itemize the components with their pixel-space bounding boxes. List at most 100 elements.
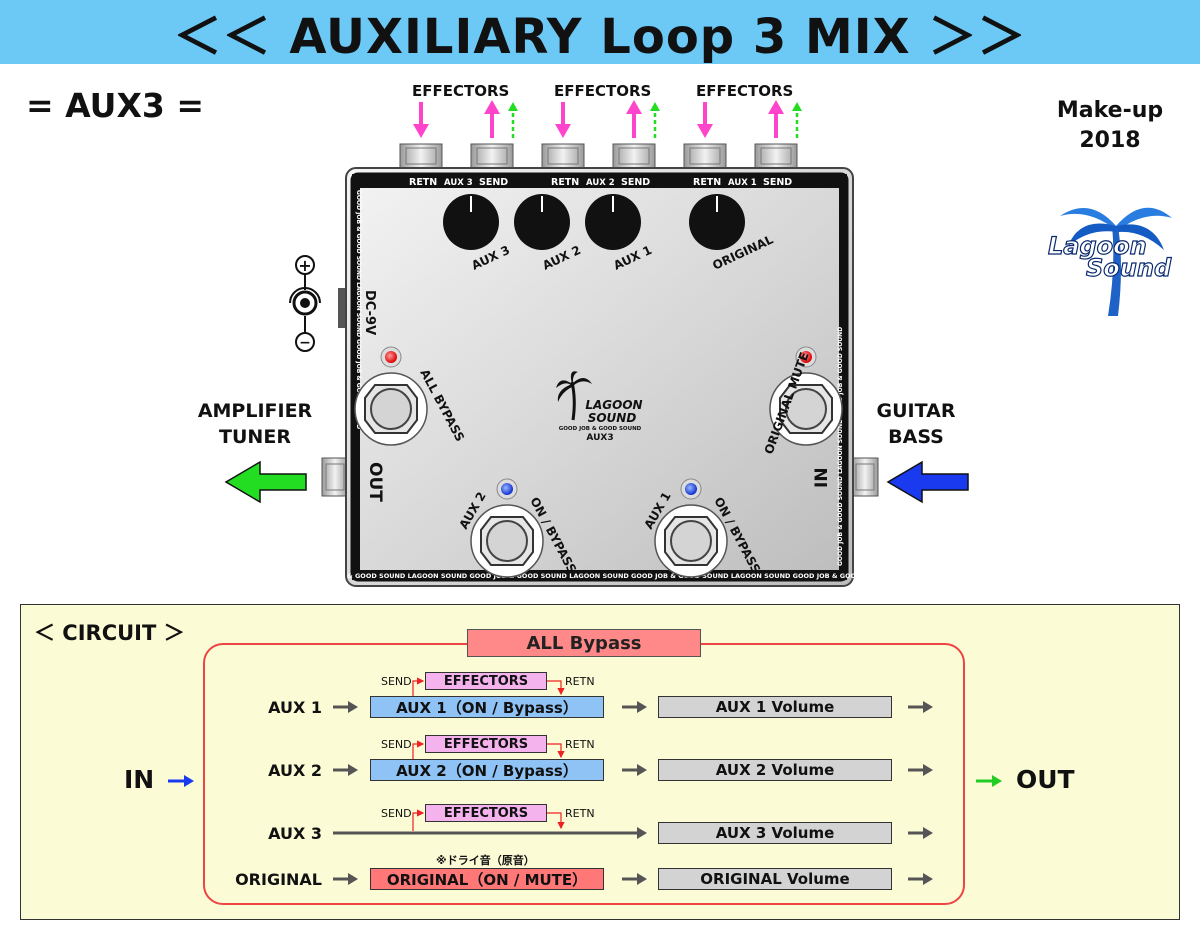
- amplifier-label: AMPLIFIER: [197, 400, 313, 422]
- guitar-label: GUITAR: [876, 400, 956, 422]
- out-body-label: OUT: [365, 462, 385, 502]
- all-bypass-footswitch[interactable]: [354, 372, 428, 446]
- in-body-label: IN: [812, 467, 832, 488]
- pedal-bottom-text: GOOD JOB & GOOD SOUND LAGOON SOUND GOOD …: [308, 572, 891, 580]
- center-logo-line2: SOUND: [588, 411, 637, 425]
- makeup-year: Make-up 2018: [1040, 96, 1180, 156]
- retn-label-aux3: RETN: [565, 807, 595, 820]
- aux3-send-label: SEND: [479, 177, 508, 188]
- aux2-footswitch[interactable]: [470, 504, 544, 578]
- aux3-volume-box: AUX 3 Volume: [658, 822, 892, 844]
- pedal-body: [345, 167, 854, 587]
- retn-label-aux1: RETN: [565, 675, 595, 688]
- aux1-led: [680, 478, 702, 500]
- aux3-return-arrow-icon: [413, 102, 429, 138]
- aux1-send-jack[interactable]: [754, 143, 798, 169]
- effector-send-return-arrows: [413, 100, 802, 138]
- palm-tree-icon: [556, 371, 592, 421]
- send-label-aux3: SEND: [381, 807, 412, 820]
- aux1-return-jack[interactable]: [683, 143, 727, 169]
- aux1-volume-box: AUX 1 Volume: [658, 696, 892, 718]
- dc-polarity-icon: + −: [289, 255, 321, 352]
- original-volume-box: ORIGINAL Volume: [658, 868, 892, 890]
- in-jack[interactable]: [851, 457, 879, 497]
- logo-line2: Sound: [1086, 254, 1172, 282]
- page-title-banner: ＜＜ AUXILIARY Loop 3 MIX ＞＞: [0, 0, 1200, 65]
- logo-line1: Lagoon: [1048, 232, 1147, 260]
- aux2-return-arrow-icon: [555, 102, 571, 138]
- effectors-box-aux1: EFFECTORS: [425, 672, 547, 690]
- aux2-switch-box: AUX 2（ON / Bypass）: [370, 759, 604, 781]
- dry-signal-note: ※ドライ音（原音）: [436, 854, 535, 867]
- effectors-box-aux2: EFFECTORS: [425, 735, 547, 753]
- center-logo: LAGOON SOUND GOOD JOB & GOOD SOUND AUX3: [556, 371, 643, 443]
- all-bypass-box: ALL Bypass: [467, 629, 701, 657]
- pedal-illustration: GOOD JOB & GOOD SOUND LAGOON SOUND GOOD …: [224, 100, 969, 587]
- aux2-strip-label: AUX 2: [586, 178, 615, 188]
- original-volume-knob[interactable]: [689, 194, 745, 250]
- row-label-aux3: AUX 3: [268, 824, 322, 843]
- send-label-aux1: SEND: [381, 675, 412, 688]
- aux1-send-label: SEND: [763, 177, 792, 188]
- all-bypass-led: [380, 346, 402, 368]
- original-mute-footswitch[interactable]: [769, 372, 843, 446]
- amplifier-tuner-label: AMPLIFIER TUNER: [190, 398, 320, 450]
- aux2-send-jack[interactable]: [612, 143, 656, 169]
- model-label: = AUX3 =: [26, 86, 205, 125]
- original-mute-led: [795, 346, 817, 368]
- plus-sign: +: [298, 256, 311, 275]
- effectors-label-aux2: EFFECTORS: [554, 82, 652, 100]
- center-logo-tagline: GOOD JOB & GOOD SOUND: [559, 426, 642, 432]
- lagoon-sound-logo: Lagoon Sound: [1047, 207, 1173, 316]
- aux3-send-arrow-icon: [484, 100, 500, 138]
- aux2-return-jack[interactable]: [541, 143, 585, 169]
- top-jacks: [399, 143, 798, 169]
- tuner-label: TUNER: [219, 426, 291, 448]
- out-jack[interactable]: [321, 457, 349, 497]
- effectors-label-aux3: EFFECTORS: [412, 82, 510, 100]
- aux1-volume-knob[interactable]: [585, 194, 641, 250]
- aux3-retn-label: RETN: [409, 177, 437, 188]
- aux3-send-jack[interactable]: [470, 143, 514, 169]
- aux1-strip-label: AUX 1: [728, 178, 757, 188]
- effectors-label-aux1: EFFECTORS: [696, 82, 794, 100]
- center-logo-line1: LAGOON: [585, 398, 642, 412]
- aux2-volume-knob[interactable]: [514, 194, 570, 250]
- aux1-retn-label: RETN: [693, 177, 721, 188]
- effectors-box-aux3: EFFECTORS: [425, 804, 547, 822]
- input-arrow-icon: [886, 460, 969, 504]
- aux1-switch-box: AUX 1（ON / Bypass）: [370, 696, 604, 718]
- aux2-send-arrow-icon: [626, 100, 642, 138]
- aux1-send-arrow-icon: [768, 100, 784, 138]
- row-label-original: ORIGINAL: [235, 870, 322, 889]
- circuit-in-label: IN: [124, 765, 155, 794]
- aux1-footswitch[interactable]: [654, 504, 728, 578]
- minus-sign: −: [299, 335, 311, 351]
- original-switch-box: ORIGINAL（ON / MUTE）: [370, 868, 604, 890]
- pedal-left-side-text: GOOD JOB & GOOD SOUND LAGOON SOUND GOOD …: [355, 190, 362, 429]
- output-arrow-icon: [224, 460, 307, 504]
- send-label-aux2: SEND: [381, 738, 412, 751]
- aux2-led: [496, 478, 518, 500]
- center-logo-model: AUX3: [586, 433, 613, 443]
- circuit-title: ＜ CIRCUIT ＞: [34, 621, 185, 645]
- circuit-out-label: OUT: [1016, 765, 1075, 794]
- aux2-retn-label: RETN: [551, 177, 579, 188]
- makeup-line1: Make-up: [1056, 98, 1164, 123]
- aux1-return-arrow-icon: [697, 102, 713, 138]
- aux2-send-label: SEND: [621, 177, 650, 188]
- aux2-dc-arrow-icon: [650, 102, 660, 138]
- retn-label-aux2: RETN: [565, 738, 595, 751]
- row-label-aux2: AUX 2: [268, 761, 322, 780]
- page-title: ＜＜ AUXILIARY Loop 3 MIX ＞＞: [173, 9, 1027, 65]
- guitar-bass-label: GUITAR BASS: [866, 398, 966, 450]
- dc-label: DC-9V: [362, 290, 377, 335]
- row-label-aux1: AUX 1: [268, 698, 322, 717]
- aux3-volume-knob[interactable]: [443, 194, 499, 250]
- aux3-return-jack[interactable]: [399, 143, 443, 169]
- aux3-dc-arrow-icon: [508, 102, 518, 138]
- bass-label: BASS: [888, 426, 944, 448]
- aux2-volume-box: AUX 2 Volume: [658, 759, 892, 781]
- makeup-line2: 2018: [1079, 128, 1141, 153]
- pedal-right-side-text: GOOD JOB & GOOD SOUND LAGOON SOUND GOOD …: [837, 327, 844, 566]
